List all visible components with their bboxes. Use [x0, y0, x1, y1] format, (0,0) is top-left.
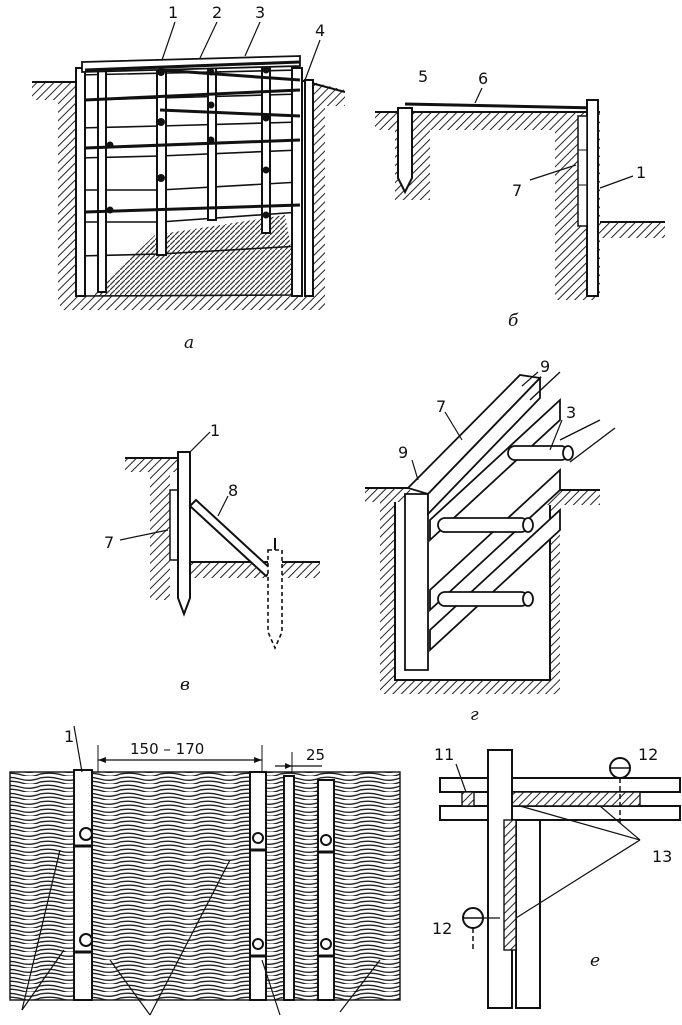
- panel-d-label-1: 1: [64, 727, 74, 746]
- panel-g: 9 7 3 9 г: [365, 357, 616, 725]
- panel-b: 5 6 7 1 б: [375, 67, 665, 331]
- panel-b-label-1: 1: [636, 163, 646, 182]
- panel-v-label-7: 7: [104, 533, 114, 552]
- panel-g-label-3: 3: [566, 403, 576, 422]
- panel-v-label-8: 8: [228, 481, 238, 500]
- panel-b-label-6: 6: [478, 69, 488, 88]
- panel-g-caption: г: [470, 705, 479, 725]
- panel-e-caption: е: [590, 951, 600, 971]
- panel-e-label-11: 11: [434, 745, 454, 764]
- panel-v: 1 8 7 в: [104, 421, 320, 695]
- panel-g-label-9-left: 9: [398, 443, 408, 462]
- panel-e: 11 12 13 12 е: [432, 745, 681, 1009]
- panel-b-label-7: 7: [512, 181, 522, 200]
- panel-v-label-1: 1: [210, 421, 220, 440]
- panel-a-label-1: 1: [168, 3, 178, 22]
- panel-v-caption: в: [180, 675, 190, 695]
- panel-e-label-12-bottom: 12: [432, 919, 452, 938]
- panel-b-caption: б: [508, 311, 519, 331]
- panel-a-label-3: 3: [255, 3, 265, 22]
- panel-a-caption: а: [184, 333, 194, 353]
- panel-a-label-2: 2: [212, 3, 222, 22]
- panel-e-label-12-top: 12: [638, 745, 658, 764]
- panel-d-dim-spacing: 150 – 170: [130, 740, 204, 758]
- panel-g-label-9-top: 9: [540, 357, 550, 376]
- panel-a: 1 2 3 4 а: [32, 3, 346, 353]
- panel-d: 150 – 170 25: [9, 725, 401, 1016]
- panel-e-label-13: 13: [652, 847, 672, 866]
- panel-g-label-7: 7: [436, 397, 446, 416]
- panel-a-label-4: 4: [315, 21, 325, 40]
- panel-d-dim-gap: 25: [306, 746, 325, 764]
- panel-b-label-5: 5: [418, 67, 428, 86]
